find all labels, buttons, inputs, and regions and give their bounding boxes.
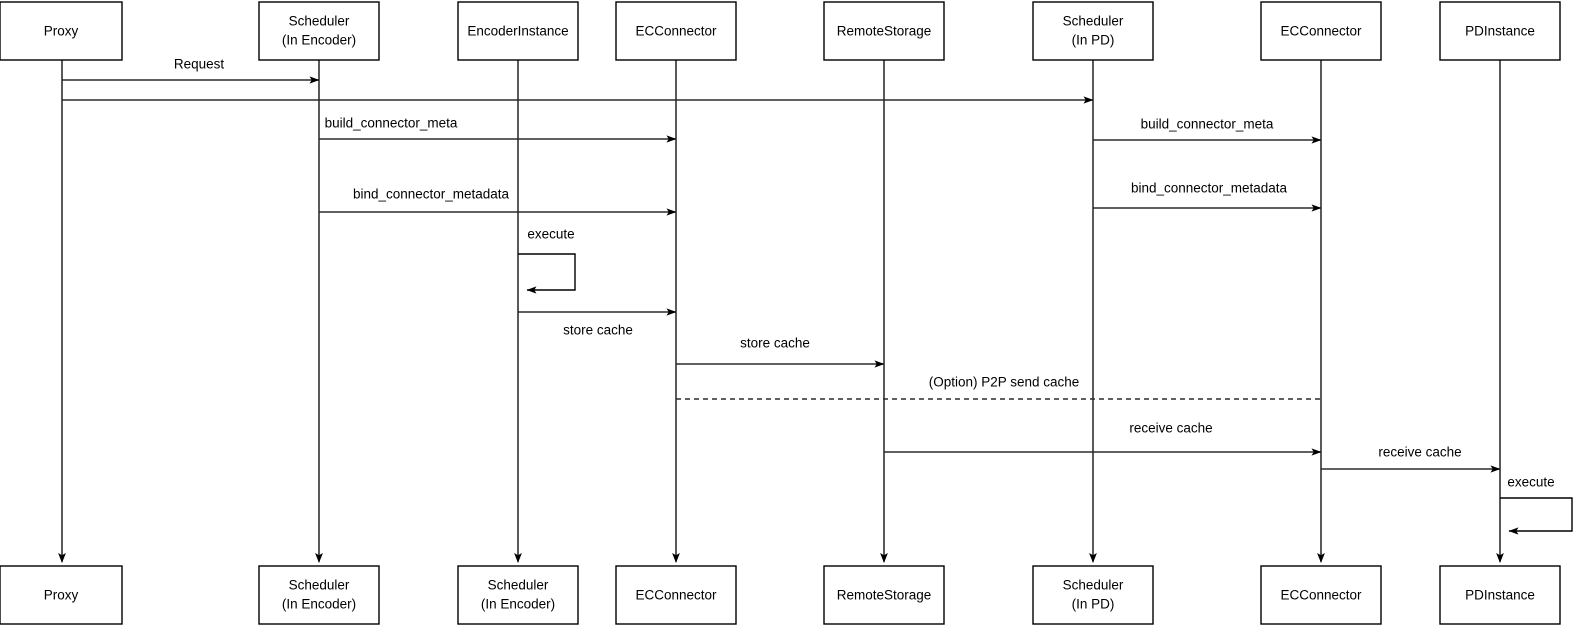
participant-box-rect bbox=[823, 565, 945, 625]
participant-box-rect bbox=[1260, 1, 1382, 61]
participant-label-line1: ECConnector bbox=[1280, 588, 1362, 603]
participant-box-rect bbox=[258, 565, 380, 625]
participant-label-line1: Scheduler bbox=[1063, 578, 1124, 593]
msg-bind-connector-metadata-encoder[interactable]: bind_connector_metadata bbox=[319, 187, 677, 216]
participant-label-line1: Scheduler bbox=[289, 578, 350, 593]
participant-label-line1: PDInstance bbox=[1465, 24, 1535, 39]
participant-box-rect bbox=[457, 1, 579, 61]
lifelines-layer bbox=[58, 60, 1504, 563]
participant-box-pd-instance-bottom[interactable]: PDInstance bbox=[1439, 565, 1561, 625]
msg-store-cache-encoder[interactable]: store cache bbox=[518, 308, 677, 338]
participant-box-remote-storage-top[interactable]: RemoteStorage bbox=[823, 1, 945, 61]
participant-box-ec-connector-pd-top[interactable]: ECConnector bbox=[1260, 1, 1382, 61]
participant-label-line2: (In PD) bbox=[1072, 33, 1115, 48]
participant-label-line2: (In Encoder) bbox=[282, 597, 356, 612]
msg-store-cache-remote[interactable]: store cache bbox=[676, 336, 885, 368]
participant-box-scheduler-pd-bottom[interactable]: Scheduler (In PD) bbox=[1032, 565, 1154, 625]
messages-layer: Request build_connector_meta build_connect… bbox=[62, 57, 1501, 473]
participant-label-line1: RemoteStorage bbox=[837, 24, 932, 39]
message-label: receive cache bbox=[1378, 445, 1461, 460]
message-label: store cache bbox=[740, 336, 810, 351]
message-label: bind_connector_metadata bbox=[353, 187, 510, 202]
participant-label-line2: (In PD) bbox=[1072, 597, 1115, 612]
participant-box-rect bbox=[258, 1, 380, 61]
participant-label-line1: PDInstance bbox=[1465, 588, 1535, 603]
participant-box-rect bbox=[1439, 565, 1561, 625]
self-message-label: execute bbox=[527, 227, 574, 242]
participant-box-rect bbox=[1439, 1, 1561, 61]
participant-label-line1: Scheduler bbox=[289, 14, 350, 29]
participant-label-line1: Proxy bbox=[44, 24, 79, 39]
msg-bind-connector-metadata-pd[interactable]: bind_connector_metadata bbox=[1093, 181, 1322, 212]
participant-label-line1: EncoderInstance bbox=[467, 24, 568, 39]
participant-box-remote-storage-bottom[interactable]: RemoteStorage bbox=[823, 565, 945, 625]
participant-box-rect bbox=[1260, 565, 1382, 625]
msg-receive-cache-pd-instance[interactable]: receive cache bbox=[1321, 445, 1501, 473]
message-label: bind_connector_metadata bbox=[1131, 181, 1288, 196]
participant-label-line2: (In Encoder) bbox=[282, 33, 356, 48]
msg-request[interactable]: Request bbox=[62, 57, 320, 84]
participant-box-encoder-instance-top[interactable]: EncoderInstance bbox=[457, 1, 579, 61]
selfloop-execute-pd-instance[interactable]: execute bbox=[1500, 475, 1573, 535]
participant-box-rect bbox=[1032, 1, 1154, 61]
participant-box-ec-connector-pd-bottom[interactable]: ECConnector bbox=[1260, 565, 1382, 625]
selfloop-execute-encoder-instance[interactable]: execute bbox=[518, 227, 576, 294]
participant-box-proxy-top[interactable]: Proxy bbox=[0, 1, 123, 61]
participant-box-scheduler-pd-top[interactable]: Scheduler (In PD) bbox=[1032, 1, 1154, 61]
msg-build-connector-meta-encoder[interactable]: build_connector_meta bbox=[319, 116, 677, 143]
participant-label-line1: Scheduler bbox=[1063, 14, 1124, 29]
bottom-participant-boxes: Proxy Scheduler (In Encoder) Scheduler (In E… bbox=[0, 565, 1561, 625]
participant-box-scheduler-encoder-top[interactable]: Scheduler (In Encoder) bbox=[258, 1, 380, 61]
top-participant-boxes: Proxy Scheduler (In Encoder) EncoderInstanc… bbox=[0, 1, 1561, 61]
self-messages-layer: execute execute bbox=[518, 227, 1573, 535]
participant-box-rect bbox=[615, 1, 737, 61]
message-label: build_connector_meta bbox=[325, 116, 458, 131]
participant-box-rect bbox=[0, 1, 123, 61]
participant-box-rect bbox=[823, 1, 945, 61]
message-label: (Option) P2P send cache bbox=[929, 375, 1080, 390]
participant-box-pd-instance-top[interactable]: PDInstance bbox=[1439, 1, 1561, 61]
self-message-label: execute bbox=[1507, 475, 1554, 490]
msg-p2p-send-cache[interactable]: (Option) P2P send cache bbox=[676, 375, 1321, 400]
self-message-path bbox=[1500, 497, 1573, 535]
participant-box-ec-connector-encoder-top[interactable]: ECConnector bbox=[615, 1, 737, 61]
msg-build-connector-meta-pd[interactable]: build_connector_meta bbox=[1093, 117, 1322, 144]
participant-label-line1: ECConnector bbox=[1280, 24, 1362, 39]
participant-box-ec-connector-encoder-bottom[interactable]: ECConnector bbox=[615, 565, 737, 625]
participant-box-encoder-instance-bottom[interactable]: Scheduler (In Encoder) bbox=[457, 565, 579, 625]
participant-box-rect bbox=[1032, 565, 1154, 625]
message-label: build_connector_meta bbox=[1141, 117, 1274, 132]
participant-box-rect bbox=[457, 565, 579, 625]
participant-label-line2: (In Encoder) bbox=[481, 597, 555, 612]
participant-label-line1: Proxy bbox=[44, 588, 79, 603]
message-label: receive cache bbox=[1129, 421, 1212, 436]
msg-receive-cache-remote-to-pd-connector[interactable]: receive cache bbox=[884, 421, 1322, 456]
participant-label-line1: ECConnector bbox=[635, 24, 717, 39]
participant-label-line1: Scheduler bbox=[488, 578, 549, 593]
participant-box-scheduler-encoder-bottom[interactable]: Scheduler (In Encoder) bbox=[258, 565, 380, 625]
message-label: store cache bbox=[563, 323, 633, 338]
message-label: Request bbox=[174, 57, 225, 72]
participant-label-line1: RemoteStorage bbox=[837, 588, 932, 603]
participant-box-rect bbox=[0, 565, 123, 625]
self-message-path bbox=[518, 253, 576, 294]
participant-box-proxy-bottom[interactable]: Proxy bbox=[0, 565, 123, 625]
participant-box-rect bbox=[615, 565, 737, 625]
participant-label-line1: ECConnector bbox=[635, 588, 717, 603]
